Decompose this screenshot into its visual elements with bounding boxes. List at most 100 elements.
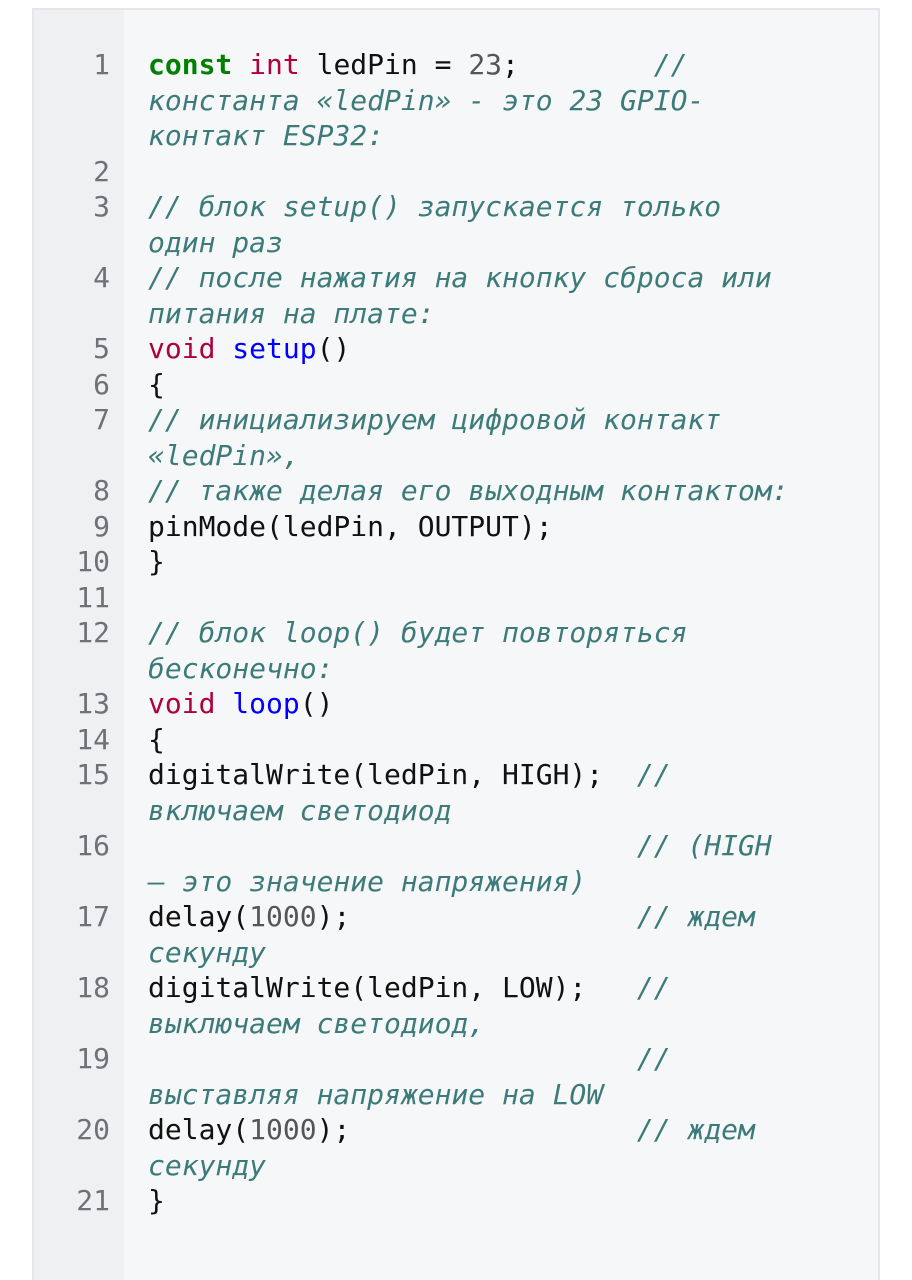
line-number: 12 xyxy=(76,616,110,649)
code-text: () xyxy=(316,332,351,365)
code-comment: // выставляя напряжение на LOW xyxy=(148,1042,688,1111)
code-comment: // ждем секунду xyxy=(148,1113,772,1182)
keyword: const xyxy=(148,48,233,81)
code-comment: // также делая его выходным контактом: xyxy=(148,474,789,507)
code-text: digitalWrite(ledPin, HIGH); xyxy=(148,758,637,791)
line-code: // блок setup() запускается только один … xyxy=(148,189,804,260)
line-number: 4 xyxy=(93,261,110,294)
code-text: ); xyxy=(316,1113,637,1146)
code-line: 14 { xyxy=(34,722,878,758)
line-number: 5 xyxy=(93,332,110,365)
line-code: // (HIGH – это значение напряжения) xyxy=(148,828,804,899)
code-text: { xyxy=(148,367,165,401)
code-comment: // константа «ledPin» - это 23 GPIO-конт… xyxy=(148,48,705,152)
line-number: 11 xyxy=(76,580,110,614)
code-text: () xyxy=(299,687,334,720)
code-line: 6{ xyxy=(34,367,878,403)
code-text: { xyxy=(148,722,165,756)
line-code: digitalWrite(ledPin, HIGH); // включаем … xyxy=(148,757,804,828)
code-line: 10} xyxy=(34,544,878,580)
code-line: 20 delay(1000); // ждем секунду xyxy=(34,1112,878,1183)
code-text: ); xyxy=(316,900,637,933)
keyword: void xyxy=(148,332,216,365)
keyword: void xyxy=(148,687,216,720)
line-code: delay(1000); // ждем секунду xyxy=(148,899,804,970)
code-line: 15 digitalWrite(ledPin, HIGH); // включае… xyxy=(34,757,878,828)
line-number: 8 xyxy=(93,474,110,507)
code-comment: // инициализируем цифровой контакт «ledP… xyxy=(148,403,739,472)
line-number: 2 xyxy=(93,154,110,188)
line-code: pinMode(ledPin, OUTPUT); xyxy=(148,509,804,545)
code-text xyxy=(148,829,637,862)
code-text: ; xyxy=(502,48,654,81)
line-code: void setup() xyxy=(148,331,804,367)
code-text: } xyxy=(148,545,165,578)
code-text xyxy=(215,332,232,365)
line-code: void loop() xyxy=(148,686,804,722)
keyword: int xyxy=(249,48,300,81)
code-line: 2​ xyxy=(34,154,878,190)
line-number: 14 xyxy=(76,722,110,756)
line-code: ​ xyxy=(148,154,804,190)
line-number: 17 xyxy=(76,900,110,933)
line-code: // выставляя напряжение на LOW xyxy=(148,1041,804,1112)
line-number: 7 xyxy=(93,403,110,436)
line-number: 10 xyxy=(76,545,110,578)
code-text: pinMode(ledPin, OUTPUT); xyxy=(148,509,553,543)
line-code: digitalWrite(ledPin, LOW); // выключаем … xyxy=(148,970,804,1041)
line-number: 15 xyxy=(76,758,110,791)
code-line: 18 digitalWrite(ledPin, LOW); // выключае… xyxy=(34,970,878,1041)
code-line: 17 delay(1000); // ждем секунду xyxy=(34,899,878,970)
line-number: 1 xyxy=(93,48,110,81)
code-text: digitalWrite(ledPin, LOW); xyxy=(148,971,637,1004)
line-number: 21 xyxy=(76,1184,110,1217)
code-line: 21} xyxy=(34,1183,878,1219)
line-number: 19 xyxy=(76,1042,110,1075)
line-code: // инициализируем цифровой контакт «ledP… xyxy=(148,402,804,473)
line-number: 9 xyxy=(93,509,110,543)
line-number: 16 xyxy=(76,829,110,862)
function-name: loop xyxy=(232,687,300,720)
code-text: delay( xyxy=(148,1113,250,1146)
line-code: ​ xyxy=(148,580,804,616)
code-comment: // (HIGH – это значение напряжения) xyxy=(148,829,789,898)
line-code: // после нажатия на кнопку сброса или пи… xyxy=(148,260,804,331)
line-code: // блок loop() будет повторяться бесконе… xyxy=(148,615,804,686)
line-code: { xyxy=(148,722,804,758)
line-number: 18 xyxy=(76,971,110,1004)
code-comment: // блок setup() запускается только один … xyxy=(148,190,739,259)
code-block: 1 const int ledPin = 23; // константа «le… xyxy=(32,8,880,1280)
line-code: // также делая его выходным контактом: xyxy=(148,473,804,509)
code-text: delay( xyxy=(148,900,250,933)
code-line: 13 void loop() xyxy=(34,686,878,722)
code-line: 7 // инициализируем цифровой контакт «led… xyxy=(34,402,878,473)
number-literal: 1000 xyxy=(249,900,317,933)
code-comment: // выключаем светодиод, xyxy=(148,971,688,1040)
function-name: setup xyxy=(232,332,317,365)
code-line: 19 // выставляя напряжение на LOW xyxy=(34,1041,878,1112)
line-code: const int ledPin = 23; // константа «led… xyxy=(148,47,804,154)
code-line: 12 // блок loop() будет повторяться беско… xyxy=(34,615,878,686)
code-text xyxy=(215,687,232,720)
line-code: { xyxy=(148,367,804,403)
code-line: 1 const int ledPin = 23; // константа «le… xyxy=(34,47,878,154)
line-number-gutter xyxy=(34,10,124,1280)
number-literal: 23 xyxy=(468,48,503,81)
line-number: 6 xyxy=(93,367,110,401)
code-line: 9 pinMode(ledPin, OUTPUT); xyxy=(34,509,878,545)
line-code: delay(1000); // ждем секунду xyxy=(148,1112,804,1183)
code-text xyxy=(232,48,249,81)
code-line: 4 // после нажатия на кнопку сброса или п… xyxy=(34,260,878,331)
code-line: 8 // также делая его выходным контактом: xyxy=(34,473,878,509)
code-text: ledPin = xyxy=(299,48,469,81)
code-area: 1 const int ledPin = 23; // константа «le… xyxy=(34,47,878,1219)
code-comment: // ждем секунду xyxy=(148,900,772,969)
line-number: 13 xyxy=(76,687,110,720)
code-line: 16 // (HIGH – это значение напряжения) xyxy=(34,828,878,899)
number-literal: 1000 xyxy=(249,1113,317,1146)
line-code: } xyxy=(148,1183,804,1219)
line-number: 3 xyxy=(93,190,110,223)
code-line: 3 // блок setup() запускается только один… xyxy=(34,189,878,260)
line-number: 20 xyxy=(76,1113,110,1146)
code-text xyxy=(148,1042,637,1075)
